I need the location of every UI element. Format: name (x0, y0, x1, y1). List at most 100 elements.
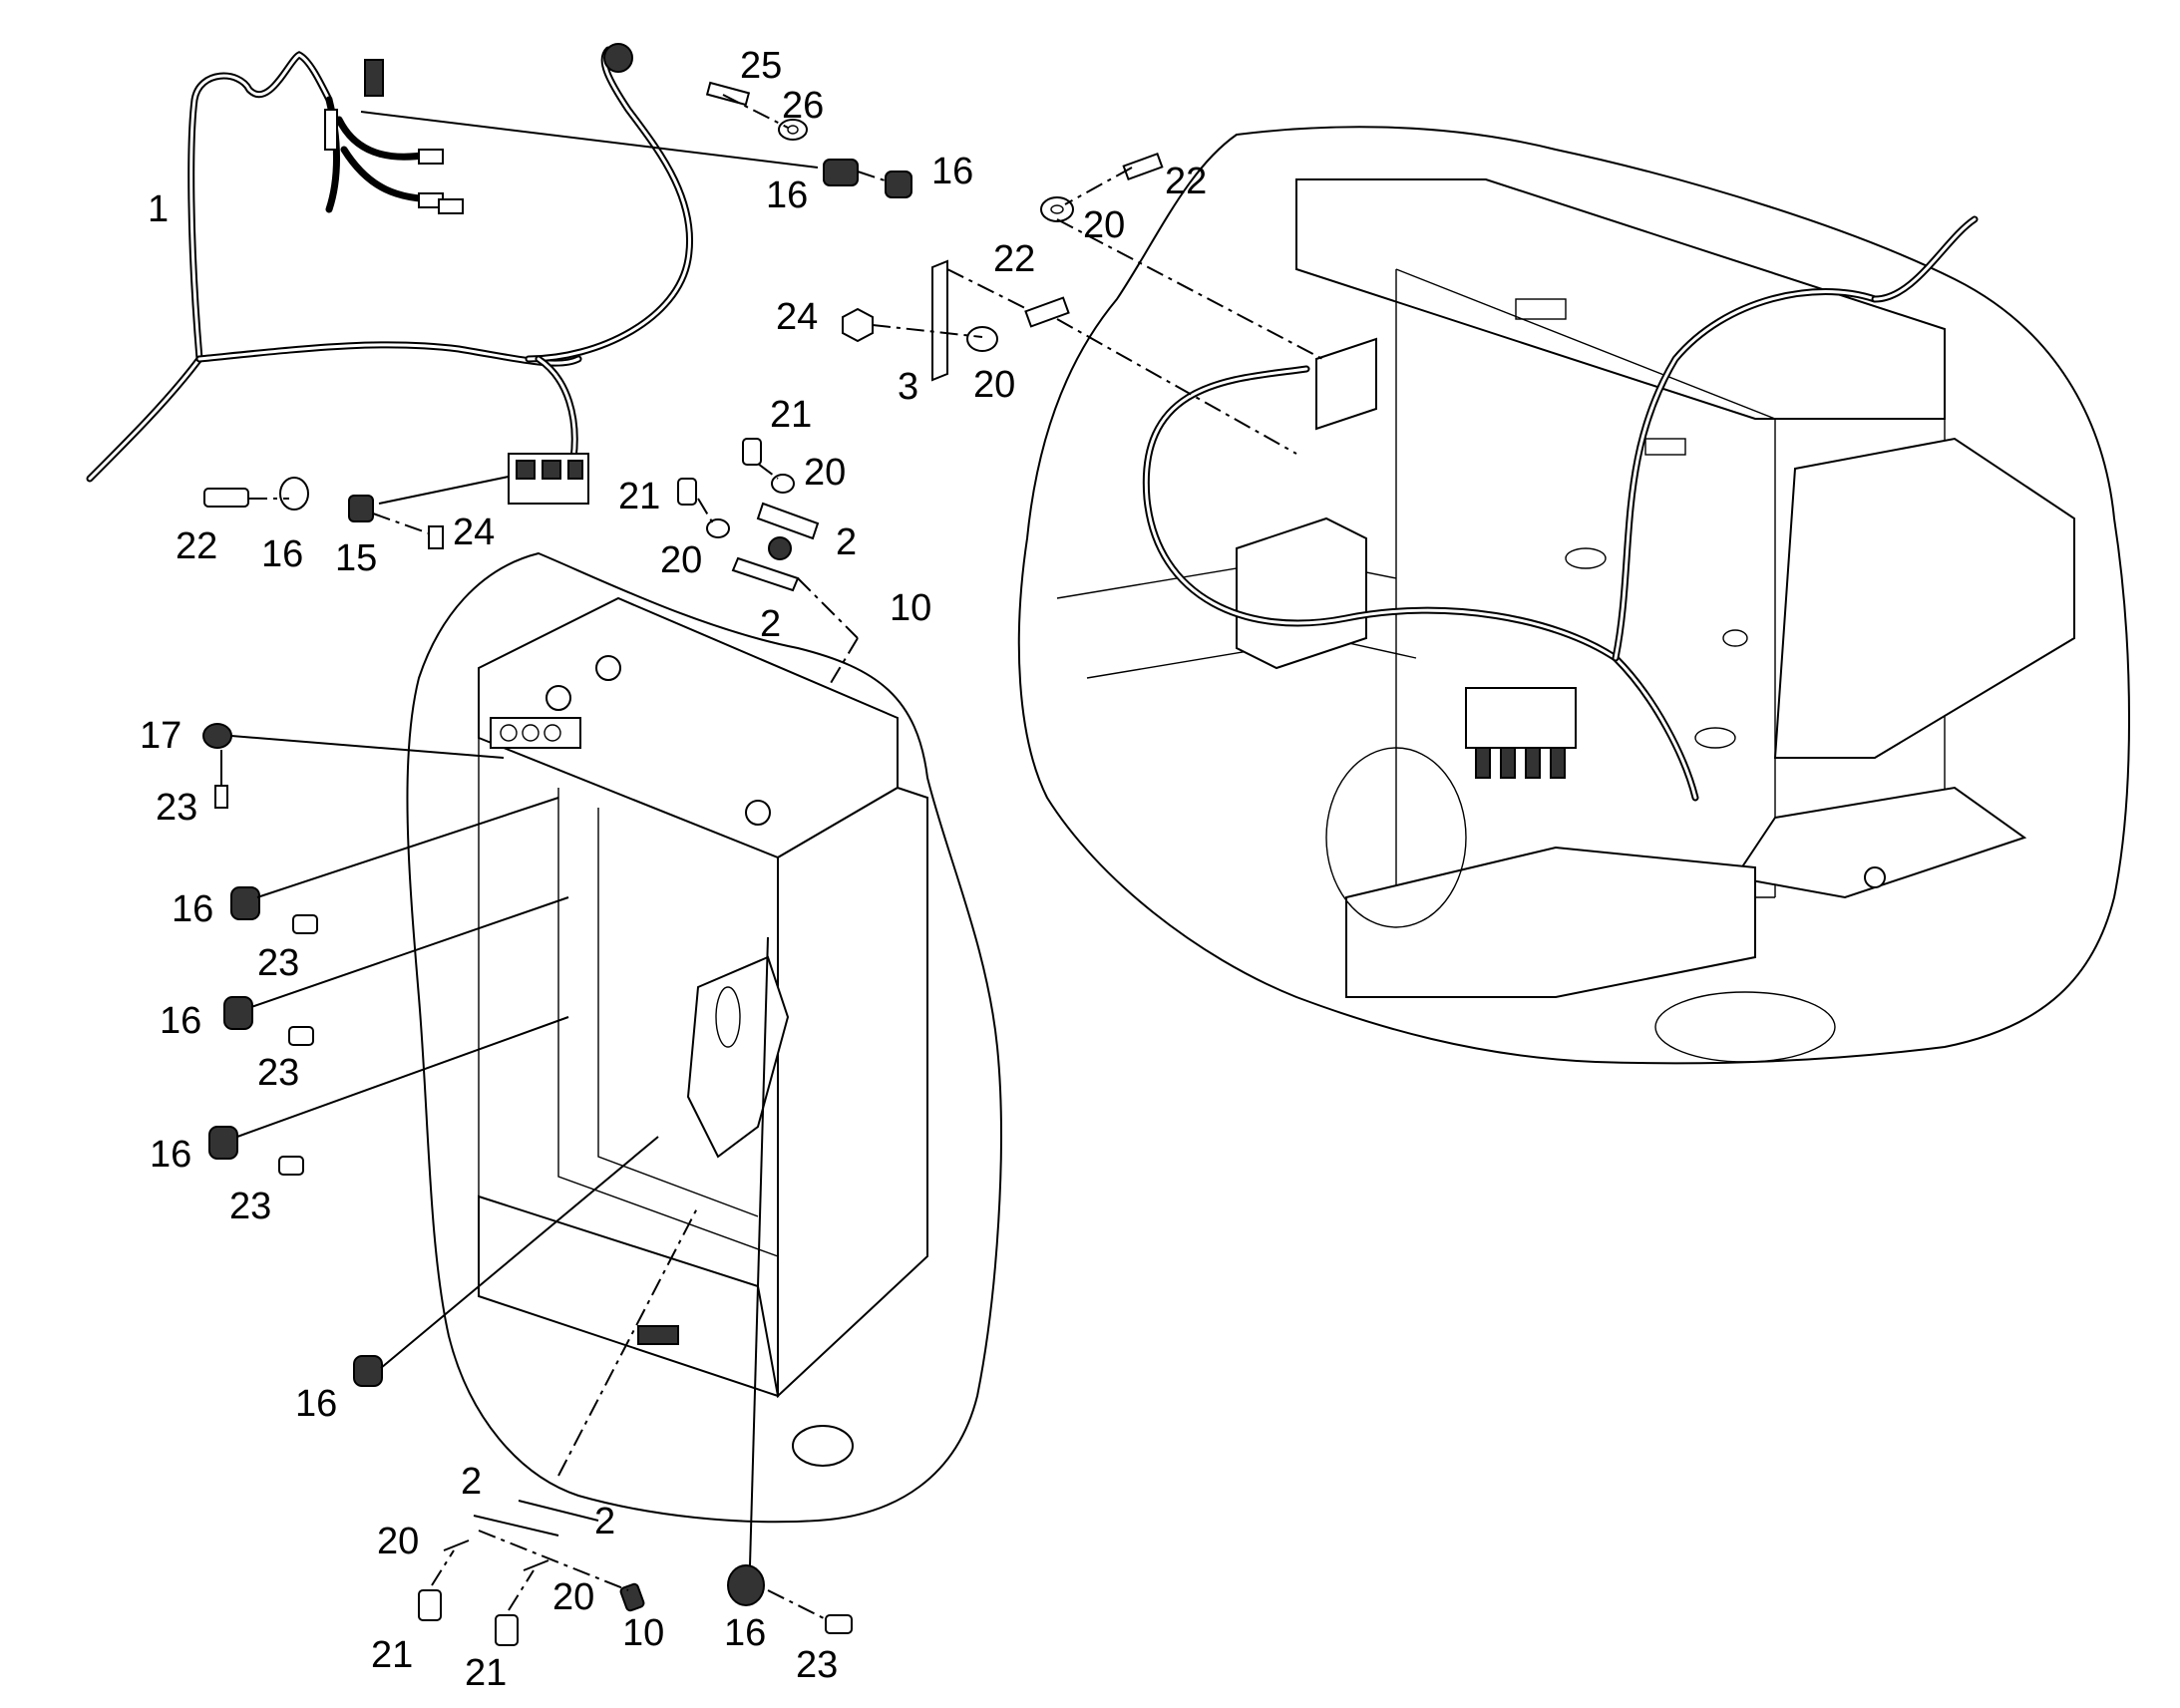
callout-16: 16 (160, 1000, 201, 1042)
callout-21: 21 (770, 394, 812, 436)
leader-lines (220, 94, 1327, 1621)
callout-20: 20 (660, 539, 702, 581)
callout-23: 23 (257, 1052, 299, 1094)
clamp-part-16-a (823, 159, 859, 186)
clamp-part-16-c (279, 477, 309, 511)
frame-mount-bracket (1236, 516, 1367, 670)
callout-3: 3 (898, 366, 918, 408)
callout-2: 2 (594, 1501, 615, 1542)
callout-22: 22 (176, 525, 217, 567)
bolt-part-22-a (1122, 152, 1164, 181)
frame-top-plate (1295, 178, 1946, 420)
screw-part-21-d (495, 1614, 519, 1646)
frame-base (478, 1195, 780, 1398)
callout-23: 23 (229, 1186, 271, 1227)
clamp-part-16-e (223, 996, 253, 1030)
callout-23: 23 (796, 1644, 838, 1686)
clamp-part-16-g (353, 1355, 383, 1387)
center-outline (406, 551, 1002, 1524)
callout-1: 1 (148, 188, 169, 230)
callout-16: 16 (724, 1612, 766, 1654)
callout-26: 26 (782, 85, 824, 127)
washer-part-20-e (443, 1539, 470, 1551)
callout-15: 15 (335, 537, 377, 579)
callout-16: 16 (172, 888, 213, 930)
clamp-part-16-b (885, 171, 912, 198)
frame-base-plate (1345, 846, 1756, 998)
plug-part-24-b (428, 525, 444, 549)
valve-block (1465, 687, 1577, 779)
clip-part-2-a (756, 502, 820, 540)
callout-10: 10 (622, 1612, 664, 1654)
callout-labels: 1 25 26 16 16 22 20 22 24 3 20 21 20 21 … (140, 45, 1207, 1694)
frame-side-wall (777, 786, 928, 1399)
center-frame-assembly (406, 551, 1002, 1524)
callout-20: 20 (552, 1576, 594, 1618)
washer-part-20-a (1040, 196, 1074, 222)
callout-24: 24 (453, 512, 495, 553)
screw-part-21-c (418, 1589, 442, 1621)
callout-16: 16 (766, 174, 808, 216)
callout-16: 16 (261, 533, 303, 575)
clamp-part-16-d (230, 886, 260, 920)
fitting-part-10-b (619, 1582, 645, 1612)
callout-10: 10 (890, 587, 931, 629)
washer-part-20-b (966, 326, 998, 352)
callout-21: 21 (618, 476, 660, 517)
screw-part-21-b (677, 478, 697, 506)
screw-part-23-d (278, 1156, 304, 1176)
callout-25: 25 (740, 45, 782, 87)
callout-20: 20 (804, 452, 846, 494)
screw-part-23-a (214, 785, 228, 809)
nut-part-24-a (842, 307, 874, 343)
harness-plug (364, 59, 384, 97)
screw-part-23-b (292, 914, 318, 934)
bolt-part-25 (705, 81, 751, 107)
small-parts (202, 81, 1164, 1646)
frame-pivot (686, 955, 790, 1159)
frame-right-arm (1773, 437, 2075, 759)
screw-part-21-a (742, 438, 762, 466)
washer-part-20-f (523, 1559, 549, 1571)
callout-20: 20 (1083, 204, 1125, 246)
callout-24: 24 (776, 296, 818, 338)
screw-part-23-c (288, 1026, 314, 1046)
clip-part-2-c (473, 1515, 559, 1537)
callout-16: 16 (295, 1383, 337, 1425)
grommet-part-15 (348, 495, 374, 522)
right-outline (1017, 126, 2130, 1065)
right-frame-assembly (1017, 126, 2130, 1065)
callout-23: 23 (156, 787, 197, 829)
bracket-part-3 (931, 259, 948, 382)
clip-part-2-d (518, 1500, 599, 1522)
wiring-harness (86, 43, 693, 505)
screw-part-23-e (825, 1614, 853, 1634)
callout-22: 22 (993, 238, 1035, 280)
callout-2: 2 (461, 1461, 482, 1503)
bolt-part-22-c (203, 488, 249, 508)
callout-20: 20 (377, 1521, 419, 1562)
callout-16: 16 (931, 151, 973, 192)
callout-20: 20 (973, 364, 1015, 406)
washer-part-20-c (771, 474, 795, 494)
bolt-part-22-b (1024, 296, 1070, 328)
washer-part-26 (778, 119, 808, 141)
fitting-part-10-a (768, 536, 792, 560)
washer-part-20-d (706, 518, 730, 538)
callout-22: 22 (1165, 161, 1207, 202)
callout-2: 2 (760, 603, 781, 645)
callout-23: 23 (257, 942, 299, 984)
clip-part-2-b (731, 556, 800, 592)
callout-2: 2 (836, 521, 857, 563)
clamp-part-16-h (727, 1564, 765, 1606)
harness-round-connector (603, 43, 633, 73)
callout-17: 17 (140, 715, 182, 757)
frame-small-bracket (1315, 337, 1377, 431)
socket-panel (490, 717, 581, 749)
callout-21: 21 (371, 1634, 413, 1676)
clamp-part-17 (202, 723, 232, 749)
clamp-part-16-f (208, 1126, 238, 1160)
callout-16: 16 (150, 1134, 191, 1176)
